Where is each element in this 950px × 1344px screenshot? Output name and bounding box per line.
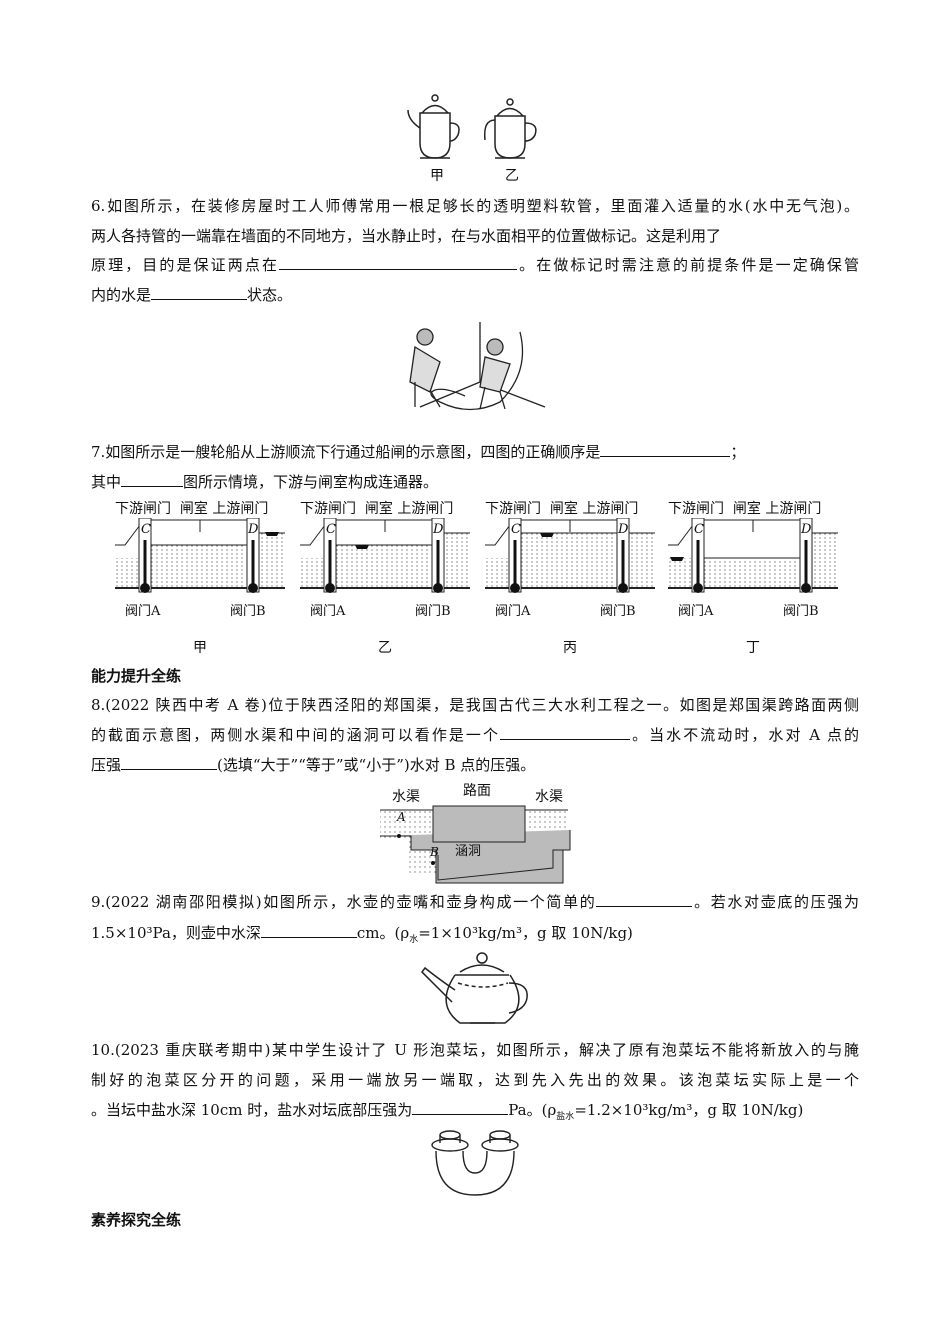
panel-label: 丁	[746, 640, 760, 656]
q10-text: 。当坛中盐水深 10cm 时，盐水对坛底部压强为	[91, 1101, 413, 1119]
q8-text: (选填“大于”“等于”或“小于”)水对 B 点的压强。	[217, 756, 536, 774]
q6-text: 状态。	[247, 286, 293, 304]
answer-blank[interactable]	[260, 923, 357, 938]
answer-blank-order[interactable]	[600, 442, 731, 457]
section-heading: 能力提升全练	[91, 667, 182, 685]
gate-d-label: D	[433, 522, 444, 537]
teapots-figure	[407, 94, 537, 159]
q10-subscript: 盐水	[556, 1112, 575, 1122]
culvert-label: 涵洞	[455, 844, 482, 859]
gate-c-label: C	[326, 522, 336, 537]
q6-line-2: 两人各持管的一端靠在墙面的不同地方，当水静止时，在与水面相平的位置做标记。这是利…	[91, 227, 722, 245]
figure-label-yi: 乙	[505, 168, 519, 184]
q10-text: =1.2×10³kg/m³，g 取 10N/kg)	[574, 1101, 804, 1119]
answer-blank[interactable]	[596, 892, 693, 907]
lock-header-labels: 下游闸门 闸室 上游闸门	[300, 498, 454, 518]
q7-text: 图所示情境，下游与闸室构成连通器。	[183, 473, 439, 491]
valve-a-label: 阀门A	[495, 604, 531, 619]
q6-text: 内的水是	[91, 286, 152, 304]
point-b-label: B	[430, 845, 439, 859]
valve-b-label: 阀门B	[230, 604, 266, 619]
q9-text: cm。(ρ	[356, 924, 410, 942]
ship-lock-diagram	[485, 517, 655, 593]
gate-c-label: C	[511, 522, 521, 537]
q9-subscript: 水	[409, 935, 419, 945]
q9-line-1: 9.(2022 湖南邵阳模拟)如图所示，水壶的壶嘴和壶身构成一个简单的 。若水对壶…	[91, 892, 859, 912]
section-heading: 素养探究全练	[91, 1211, 182, 1229]
q9-text: 1.5×10³Pa，则壶中水深	[91, 924, 261, 942]
q7-line-2: 其中 图所示情境，下游与闸室构成连通器。	[91, 472, 438, 492]
valve-b-label: 阀门B	[783, 604, 819, 619]
canal-culvert-figure	[380, 805, 571, 884]
valve-b-label: 阀门B	[600, 604, 636, 619]
q10-line-3: 。当坛中盐水深 10cm 时，盐水对坛底部压强为 Pa。(ρ盐水=1.2×10³k…	[91, 1100, 803, 1127]
canal-right-label: 水渠	[535, 789, 563, 805]
q9-text: 9.(2022 湖南邵阳模拟)如图所示，水壶的壶嘴和壶身构成一个简单的	[91, 893, 597, 911]
workers-hose-figure	[409, 322, 546, 411]
q9-text: =1×10³kg/m³，g 取 10N/kg)	[418, 924, 633, 942]
q10-line-2: 制好的泡菜区分开的问题，采用一端放另一端取，达到先入先出的效果。该泡菜坛实际上是…	[91, 1071, 859, 1089]
road-label: 路面	[463, 783, 491, 799]
q9-text: 。若水对壶底的压强为	[692, 893, 859, 911]
kettle-figure	[421, 952, 528, 1024]
lock-header-labels: 下游闸门 闸室 上游闸门	[485, 498, 639, 518]
q8-text: 。当水不流动时，水对 A 点的	[630, 726, 859, 744]
valve-b-label: 阀门B	[415, 604, 451, 619]
answer-blank[interactable]	[279, 255, 518, 270]
answer-blank[interactable]	[121, 755, 218, 770]
q7-line-1: 7.如图所示是一艘轮船从上游顺流下行通过船闸的示意图，四图的正确顺序是 ；	[91, 442, 745, 462]
q6-text: 原理，目的是保证两点在	[91, 256, 280, 274]
ship-lock-diagram	[668, 517, 838, 593]
q8-text: 压强	[91, 756, 122, 774]
figure-label-jia: 甲	[430, 168, 444, 184]
gate-d-label: D	[618, 522, 629, 537]
valve-a-label: 阀门A	[678, 604, 714, 619]
gate-c-label: C	[694, 522, 704, 537]
valve-a-label: 阀门A	[310, 604, 346, 619]
panel-label: 乙	[378, 640, 392, 656]
ship-lock-diagram	[115, 517, 285, 593]
q6-text: 。在做标记时需注意的前提条件是一定确保管	[517, 256, 859, 274]
answer-blank[interactable]	[500, 725, 631, 740]
q8-line-2: 的截面示意图，两侧水渠和中间的涵洞可以看作是一个 。当水不流动时，水对 A 点的	[91, 725, 859, 745]
q8-line-3: 压强 (选填“大于”“等于”或“小于”)水对 B 点的压强。	[91, 755, 535, 775]
ship-lock-diagram	[300, 517, 470, 593]
q7-text: ；	[730, 443, 746, 461]
q8-text: 的截面示意图，两侧水渠和中间的涵洞可以看作是一个	[91, 726, 501, 744]
q6-line-4: 内的水是 状态。	[91, 285, 292, 305]
lock-header-labels: 下游闸门 闸室 上游闸门	[115, 498, 269, 518]
answer-blank[interactable]	[151, 285, 248, 300]
q10-text: Pa。(ρ	[508, 1101, 557, 1119]
u-shaped-pickle-jar-figure	[431, 1130, 519, 1196]
gate-c-label: C	[141, 522, 151, 537]
q8-line-1: 8.(2022 陕西中考 A 卷)位于陕西泾阳的郑国渠，是我国古代三大水利工程之…	[91, 696, 859, 714]
panel-label: 丙	[563, 640, 577, 656]
q10-line-1: 10.(2023 重庆联考期中)某中学生设计了 U 形泡菜坛，如图所示，解决了原…	[91, 1041, 859, 1059]
q6-line-1: 6.如图所示，在装修房屋时工人师傅常用一根足够长的透明塑料软管，里面灌入适量的水…	[91, 197, 859, 215]
q7-text: 7.如图所示是一艘轮船从上游顺流下行通过船闸的示意图，四图的正确顺序是	[91, 443, 601, 461]
answer-blank[interactable]	[412, 1100, 509, 1115]
answer-blank-figure[interactable]	[121, 472, 184, 487]
panel-label: 甲	[193, 640, 207, 656]
point-a-label: A	[397, 810, 406, 824]
q7-text: 其中	[91, 473, 122, 491]
q6-line-3: 原理，目的是保证两点在 。在做标记时需注意的前提条件是一定确保管	[91, 255, 859, 275]
q9-line-2: 1.5×10³Pa，则壶中水深 cm。(ρ水=1×10³kg/m³，g 取 10N…	[91, 923, 633, 950]
canal-left-label: 水渠	[392, 789, 420, 805]
gate-d-label: D	[801, 522, 812, 537]
gate-d-label: D	[248, 522, 259, 537]
valve-a-label: 阀门A	[125, 604, 161, 619]
lock-header-labels: 下游闸门 闸室 上游闸门	[668, 498, 822, 518]
